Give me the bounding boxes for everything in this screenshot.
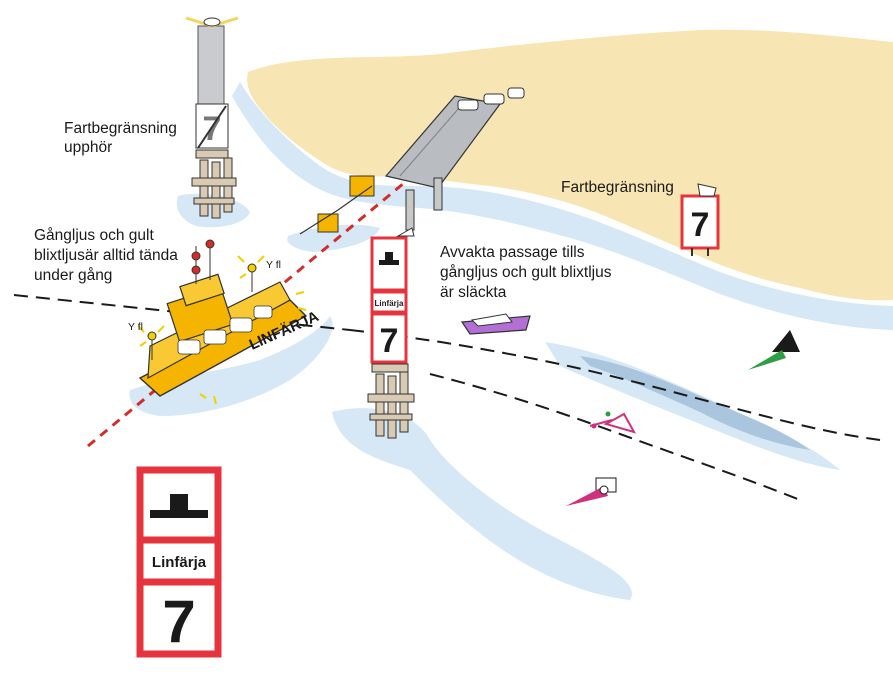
speed-limit-sign-right: 7 [680,183,720,256]
label-wait-1: Avvakta passage tills [440,244,585,261]
pier-structure-left [191,149,237,219]
label-wait-2: gångljus och gult blixtljus [440,264,612,281]
ramp-bridge [299,185,373,235]
label-yfl-left: Y fl [128,321,143,333]
cars-on-pier [457,87,525,111]
water-patch-mid [287,224,380,252]
label-lights-1: Gångljus och gult [34,227,154,244]
water-wake-dark [580,356,810,450]
pier-deck-line [399,99,467,177]
label-speed-end-2: upphör [64,139,112,156]
big-sign-ferry-text: Linfärja [152,554,207,571]
fairway-line-right [349,329,881,441]
label-yfl-right: Y fl [266,259,281,271]
ramp-box-1 [349,175,375,197]
label-speed-limit: Fartbegränsning [561,179,674,196]
label-speed-end-1: Fartbegränsning [64,120,177,137]
big-sign-speed: 7 [162,588,195,655]
magenta-arrow [589,411,637,434]
pier-structure-center [367,363,415,439]
speed-end-sign: 7 [185,16,239,149]
purple-boat [460,313,531,335]
crossing-sign-center-ferry: Linfärja [375,299,404,308]
water-patch-center [332,408,632,600]
label-lights-2: blixtljusär alltid tända [34,247,178,264]
green-nav-light [748,330,800,370]
ferry-flash-rays [137,255,307,405]
fairway-line-left [13,294,351,331]
magenta-nav-light [566,477,617,506]
shore-water-edge [232,82,893,330]
land-shore [247,29,893,301]
crossing-sign-center: Linfärja 7 [370,227,415,364]
speed-limit-number: 7 [691,206,710,244]
label-wait-3: är släckta [440,284,507,301]
crossing-sign-center-speed: 7 [380,322,399,360]
water-patch-ferry [129,316,333,416]
fairway-line-lower [429,373,801,501]
label-lights-3: under gång [34,267,112,284]
big-ferry-sign: Linfärja 7 [136,466,222,658]
pier-post-1 [405,189,415,231]
pier-post-2 [433,177,443,211]
